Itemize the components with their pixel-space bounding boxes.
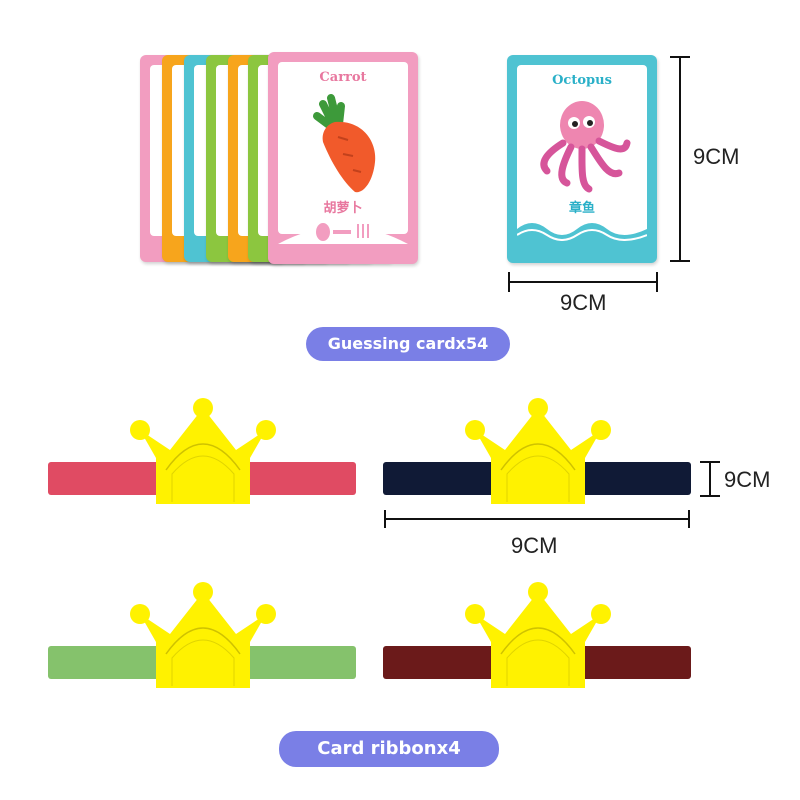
ribbon-navy: [383, 398, 693, 508]
carrot-illustration: [313, 94, 376, 193]
ribbon-width-label: 9CM: [511, 533, 558, 558]
octopus-illustration: [540, 101, 631, 193]
wave-icon: [517, 223, 647, 241]
ribbon-height-dimension-line: [700, 461, 720, 497]
carrot-card: Carrot 胡萝卜: [268, 52, 418, 264]
octopus-card-title: Octopus: [552, 73, 612, 88]
octopus-card-subtitle: 章鱼: [568, 201, 595, 216]
ribbon-height-label: 9CM: [724, 467, 771, 492]
crown-icon: [465, 398, 611, 504]
card-ribbon-pill: Card ribbonx4: [279, 731, 499, 767]
crown-icon: [465, 582, 611, 688]
card-height-label: 9CM: [693, 144, 740, 169]
guessing-card-pill: Guessing cardx54: [306, 327, 510, 361]
card-stack: Carrot 胡萝卜: [140, 52, 420, 267]
ribbon-green: [48, 582, 358, 692]
crown-icon: [130, 398, 276, 504]
carrot-card-title: Carrot: [319, 70, 367, 85]
ribbon-red: [48, 398, 358, 508]
ribbon-width-dimension-line: [384, 510, 690, 528]
card-width-label: 9CM: [560, 290, 607, 315]
octopus-card: Octopus 章鱼: [507, 55, 657, 263]
carrot-card-subtitle: 胡萝卜: [323, 201, 363, 216]
fork-spoon-icon: [278, 223, 408, 244]
ribbon-maroon: [383, 582, 693, 692]
card-width-dimension-line: [508, 272, 658, 292]
card-height-dimension-line: [670, 56, 690, 262]
crown-icon: [130, 582, 276, 688]
